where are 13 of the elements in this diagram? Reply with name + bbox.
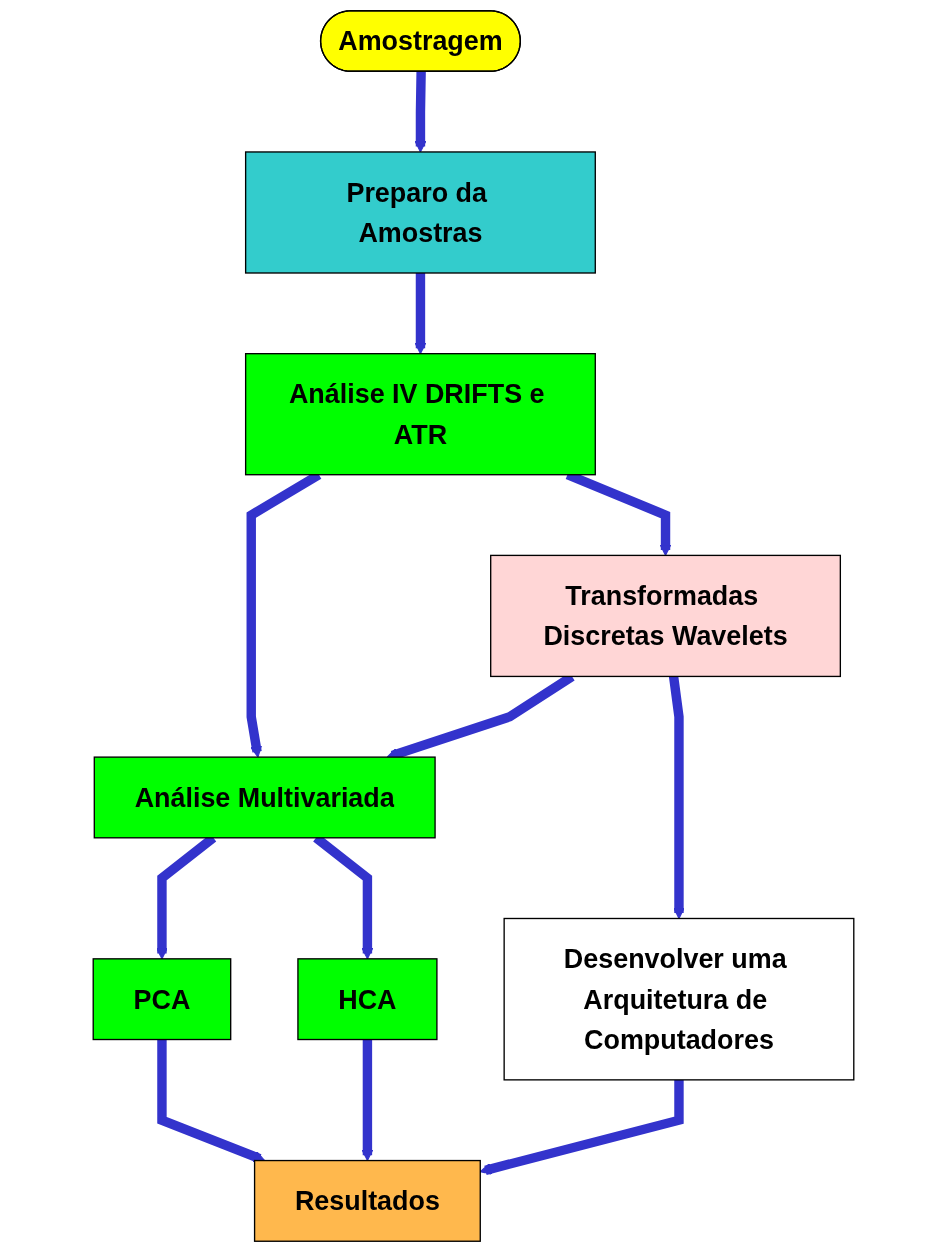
node-box: Transformadas Discretas Wavelets bbox=[490, 554, 841, 678]
arrow bbox=[414, 273, 427, 355]
node-box: Desenvolver uma Arquitetura de Computadores bbox=[503, 917, 855, 1081]
node-box: Análise Multivariada bbox=[93, 756, 436, 839]
arrow bbox=[361, 1039, 374, 1162]
arrow bbox=[157, 1039, 266, 1163]
arrow bbox=[414, 71, 427, 153]
node-box: Resultados bbox=[253, 1159, 481, 1242]
node-box: Análise IV DRIFTS e ATR bbox=[244, 353, 596, 476]
node-box: Preparo da Amostras bbox=[244, 151, 596, 274]
node-box: PCA bbox=[92, 958, 232, 1041]
arrow bbox=[668, 675, 685, 920]
node-box: HCA bbox=[297, 958, 438, 1041]
